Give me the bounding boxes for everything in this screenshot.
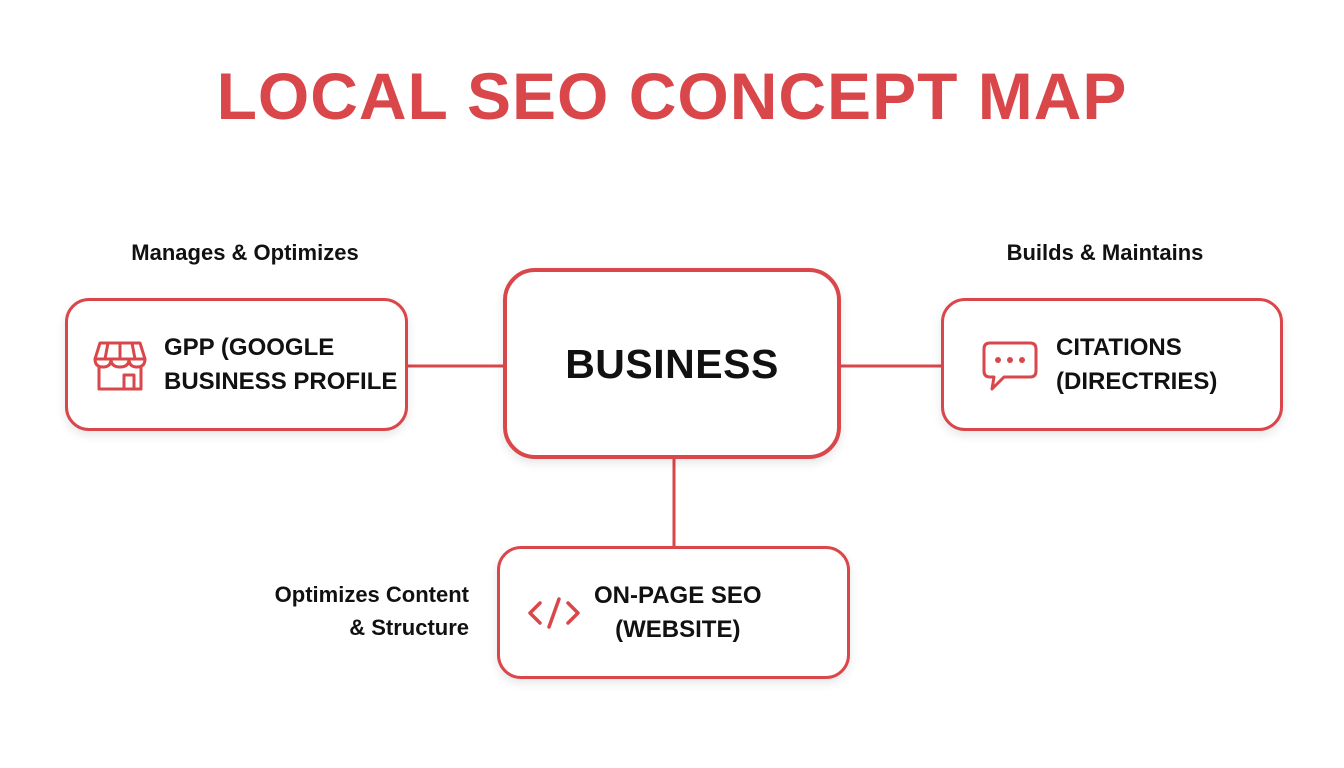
relationship-label-gpp: Manages & Optimizes xyxy=(131,240,359,265)
onpage-seo-node: ON-PAGE SEO (WEBSITE) xyxy=(497,546,850,679)
business-node: BUSINESS xyxy=(503,268,841,459)
relationship-label-onpage-line2: & Structure xyxy=(349,615,469,640)
citations-label: CITATIONS (DIRECTRIES) xyxy=(1056,331,1217,399)
relationship-label-onpage: Optimizes Content & Structure xyxy=(200,578,469,644)
citations-node: CITATIONS (DIRECTRIES) xyxy=(941,298,1283,431)
onpage-seo-label: ON-PAGE SEO (WEBSITE) xyxy=(594,579,762,647)
gpp-label: GPP (GOOGLE BUSINESS PROFILE xyxy=(164,331,397,399)
onpage-seo-label-line2: (WEBSITE) xyxy=(615,615,741,643)
business-label: BUSINESS xyxy=(565,340,779,387)
relationship-label-citations: Builds & Maintains xyxy=(1006,240,1204,265)
gpp-label-line1: GPP (GOOGLE xyxy=(164,333,335,361)
chat-bubble-icon xyxy=(980,337,1040,393)
page-title: LOCAL SEO CONCEPT MAP xyxy=(216,59,1128,133)
storefront-icon xyxy=(92,335,148,395)
onpage-seo-label-line1: ON-PAGE SEO xyxy=(594,581,762,609)
code-icon xyxy=(526,593,582,633)
relationship-label-onpage-line1: Optimizes Content xyxy=(274,582,469,607)
gpp-node: GPP (GOOGLE BUSINESS PROFILE xyxy=(65,298,408,431)
citations-label-line2: (DIRECTRIES) xyxy=(1056,367,1218,395)
citations-label-line1: CITATIONS xyxy=(1056,333,1182,361)
gpp-label-line2: BUSINESS PROFILE xyxy=(164,367,398,395)
